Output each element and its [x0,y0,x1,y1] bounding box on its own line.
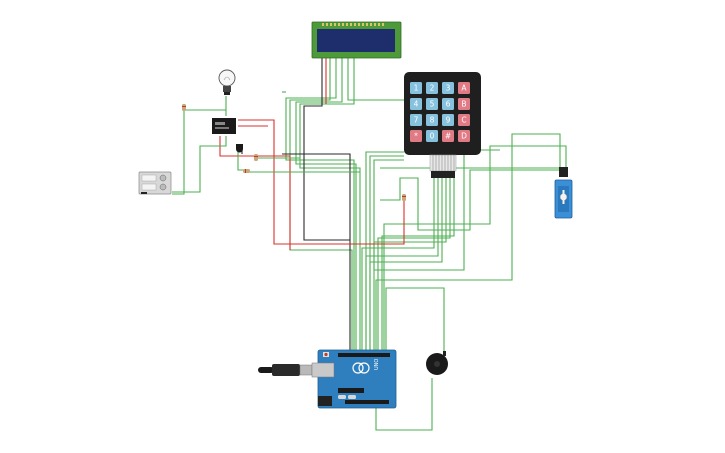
keypad-key[interactable]: D [458,130,470,142]
keypad-key-label: 1 [414,84,419,93]
arduino-uno[interactable]: UNO [258,349,397,409]
keypad-key-label: C [461,116,466,125]
keypad-key[interactable]: 9 [442,114,454,126]
wire-keypad-2[interactable] [365,178,439,353]
keypad-key[interactable]: # [442,130,454,142]
keypad-key-label: 4 [414,100,419,109]
wire-lcd-9[interactable] [282,153,351,240]
wire-keypad-1[interactable] [361,178,435,353]
keypad-key[interactable]: B [458,98,470,110]
wire-servo-3[interactable] [383,145,567,353]
keypad-key[interactable]: 4 [410,98,422,110]
keypad-key[interactable]: 2 [426,82,438,94]
transistor[interactable] [236,144,243,153]
keypad-key[interactable]: 3 [442,82,454,94]
keypad-key-label: 3 [446,84,451,93]
keypad-key-label: A [461,84,467,93]
keypad-key-label: 8 [430,116,435,125]
resistor-relay-3[interactable] [243,169,250,173]
keypad-key[interactable]: 5 [426,98,438,110]
keypad-key[interactable]: C [458,114,470,126]
wire-keypad-3[interactable] [369,178,443,353]
wire-green-relay-5[interactable] [237,150,248,171]
light-bulb[interactable] [218,69,236,95]
wire-servo-2[interactable] [375,133,561,353]
keypad-key-label: B [461,100,466,109]
keypad-key-label: 2 [430,84,435,93]
wire-keypad-8[interactable] [369,155,404,353]
resistor-relay-2[interactable] [254,154,258,161]
power-supply[interactable] [138,171,172,195]
relay[interactable] [212,118,236,134]
wire-lcd-6[interactable] [303,58,351,353]
lcd-display[interactable] [311,21,402,59]
wire-green-relay-3[interactable] [172,110,185,195]
keypad-key-label: 6 [446,100,451,109]
wire-green-relay-4[interactable] [172,136,227,193]
wire-red-1[interactable] [238,119,405,245]
keypad-connector [431,171,455,178]
wire-buzzer-1[interactable] [385,287,445,353]
keypad-key[interactable]: * [410,130,422,142]
keypad-key[interactable]: 0 [426,130,438,142]
wire-buzzer-2[interactable] [375,378,433,431]
piezo-buzzer[interactable] [426,351,448,375]
keypad-key-label: # [445,132,451,141]
wire-lcd-5[interactable] [299,58,361,353]
wire-lcd-4[interactable] [347,58,404,101]
keypad-key-label: 5 [430,100,435,109]
keypad-key-label: 0 [430,132,435,141]
keypad-key-label: D [461,132,467,141]
resistor-relay-1[interactable] [182,104,186,111]
keypad-ribbon [429,154,457,172]
servo-motor[interactable] [554,167,573,219]
wire-keypad-5[interactable] [377,178,451,353]
keypad-key[interactable]: 6 [442,98,454,110]
keypad-key[interactable]: 7 [410,114,422,126]
wire-keypad-4[interactable] [373,178,447,353]
keypad-key[interactable]: 1 [410,82,422,94]
keypad-key[interactable]: 8 [426,114,438,126]
usb-cable[interactable] [258,364,313,376]
wire-red-3[interactable] [219,136,291,250]
keypad-keys: 1 2 3 A 4 5 6 B 7 8 9 C * 0 # D [410,82,470,142]
wires [172,58,567,431]
arduino-label: UNO [374,359,380,370]
wire-lcd-3[interactable] [295,58,357,353]
resistor-keypad[interactable] [402,194,406,201]
keypad-key-label: * [414,132,418,141]
keypad-key-label: 9 [446,116,451,125]
keypad[interactable]: 1 2 3 A 4 5 6 B 7 8 9 C * 0 # D [404,72,481,178]
wire-keypad-7[interactable] [365,151,404,353]
wire-lcd-2[interactable] [285,58,355,353]
keypad-key[interactable]: A [458,82,470,94]
keypad-key-label: 7 [414,116,419,125]
keypad-ribbon-lines [432,155,455,171]
wire-servo-1[interactable] [380,169,560,231]
lcd-pins [322,23,384,26]
wire-keypad-6[interactable] [381,178,455,353]
